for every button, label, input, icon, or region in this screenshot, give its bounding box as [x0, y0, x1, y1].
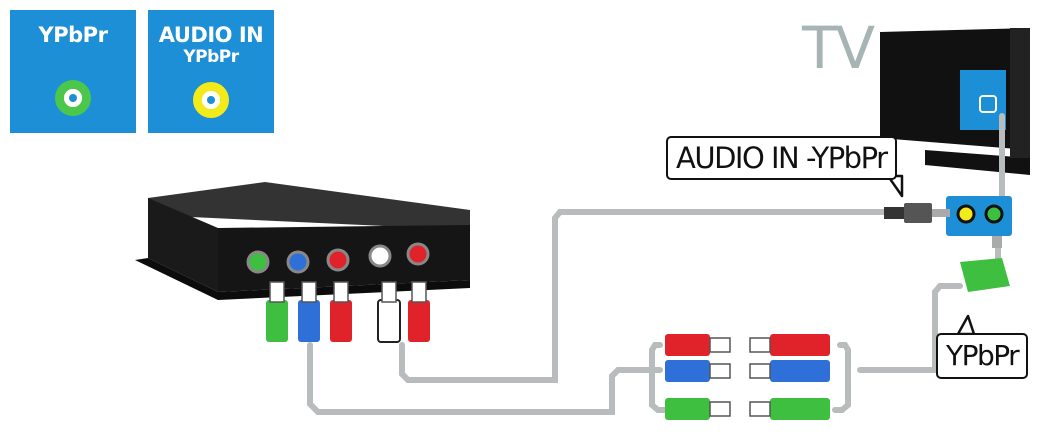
rca-to-component-adapter-icon [665, 334, 830, 420]
tv-label: TV [802, 14, 875, 82]
tv-rear-icon [880, 28, 1030, 175]
rca-plugs-icon [266, 281, 430, 343]
audio-in-ypbpr-callout: AUDIO IN -YPbPr [666, 136, 897, 180]
audio-in-connector-tile: AUDIO IN YPbPr [148, 10, 274, 133]
audio-in-tile-label: AUDIO IN [158, 23, 264, 47]
yellow-jack-icon [193, 82, 229, 118]
ypbpr-tile-label: YPbPr [38, 23, 108, 47]
ypbpr-callout: YPbPr [936, 333, 1029, 379]
audio-in-tile-sublabel: YPbPr [183, 47, 239, 67]
green-jack-icon [55, 80, 91, 116]
tv-jack-panel-icon [884, 196, 1012, 292]
cable-lines [307, 113, 1005, 415]
tv-port-panel-icon [960, 70, 1006, 130]
ypbpr-connector-tile: YPbPr [10, 10, 136, 133]
